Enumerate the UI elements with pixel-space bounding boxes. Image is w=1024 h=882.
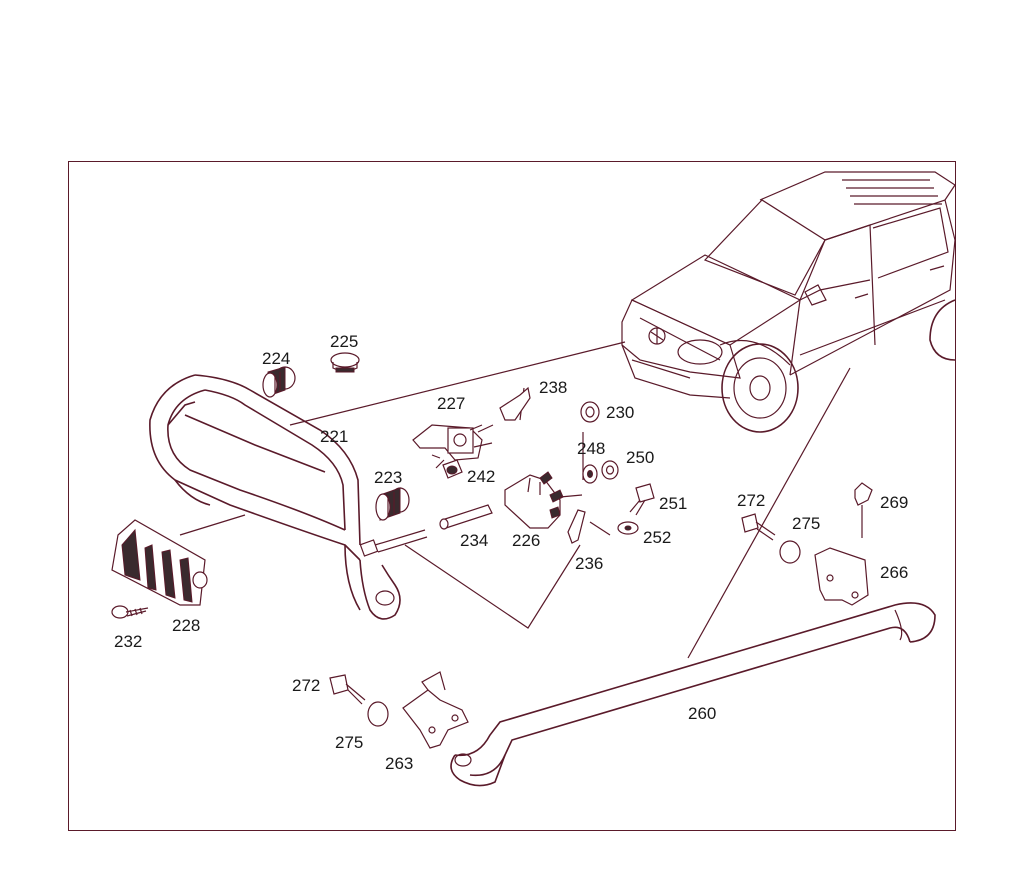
washer-252: [617, 521, 639, 535]
label-242: 242: [467, 467, 495, 486]
diagram-frame: [68, 161, 956, 831]
label-232: 232: [114, 632, 142, 651]
label-226: 226: [512, 531, 540, 550]
grommet-223: [375, 487, 410, 521]
reflector-228: [111, 519, 208, 606]
vehicle-illustration: [621, 171, 956, 433]
label-272-upper: 272: [737, 491, 765, 510]
nut-230: [580, 401, 600, 423]
label-250: 250: [626, 448, 654, 467]
label-234: 234: [460, 531, 488, 550]
label-251: 251: [659, 494, 687, 513]
nut-250: [601, 460, 619, 480]
label-223: 223: [374, 468, 402, 487]
screw-232: [111, 605, 149, 619]
clip-238: [499, 386, 531, 421]
label-272-lower: 272: [292, 676, 320, 695]
bracket-263: [402, 671, 469, 749]
sleeve-234: [439, 504, 493, 530]
label-266: 266: [880, 563, 908, 582]
link-236: [567, 509, 586, 544]
front-guard-bar-221: [149, 374, 428, 620]
cap-225: [330, 352, 360, 373]
bolt-272-upper: [741, 513, 776, 541]
bolt-272-lower: [329, 674, 366, 705]
bracket-227: [412, 424, 493, 461]
label-227: 227: [437, 394, 465, 413]
label-238: 238: [539, 378, 567, 397]
bracket-266: [814, 547, 869, 606]
bolt-242: [431, 454, 463, 479]
clip-269: [854, 482, 873, 506]
label-221: 221: [320, 427, 348, 446]
label-275-upper: 275: [792, 514, 820, 533]
label-275-lower: 275: [335, 733, 363, 752]
label-230: 230: [606, 403, 634, 422]
washer-248: [582, 464, 598, 484]
grommet-224: [262, 366, 296, 398]
label-269: 269: [880, 493, 908, 512]
bracket-226: [504, 471, 583, 529]
label-260: 260: [688, 704, 716, 723]
label-224: 224: [262, 349, 290, 368]
part-labels: 221 223 224 225 226 227 228 230 232 234 …: [114, 332, 908, 773]
label-252: 252: [643, 528, 671, 547]
washer-275-upper: [779, 540, 801, 564]
label-228: 228: [172, 616, 200, 635]
label-236: 236: [575, 554, 603, 573]
bolt-251: [629, 483, 655, 516]
washer-275-lower: [367, 701, 389, 727]
label-263: 263: [385, 754, 413, 773]
label-225: 225: [330, 332, 358, 351]
rear-guard-bar-260: [450, 602, 936, 787]
label-248: 248: [577, 439, 605, 458]
